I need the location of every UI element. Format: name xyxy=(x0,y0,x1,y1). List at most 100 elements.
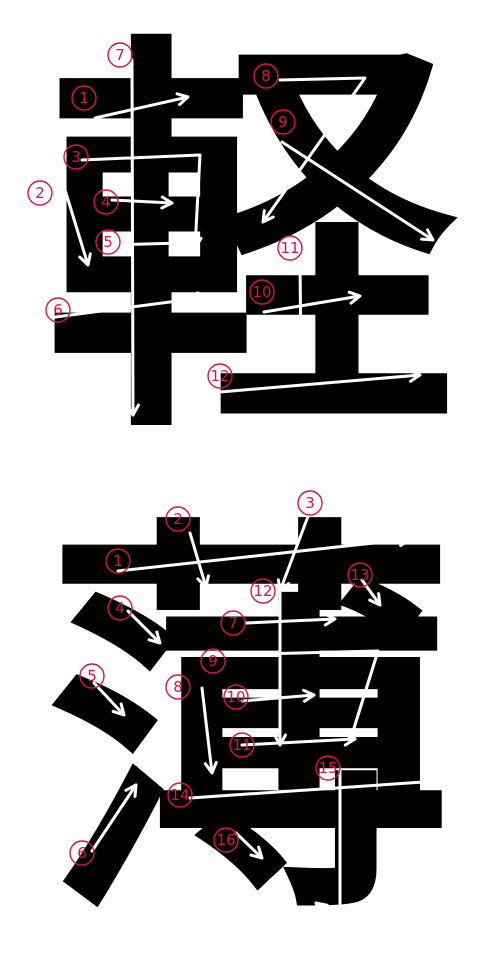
stroke-arrow xyxy=(293,260,308,364)
stroke-arrow xyxy=(218,368,422,394)
character-glyph: 軽 xyxy=(45,0,455,482)
stroke-number-label: 15 xyxy=(318,759,337,777)
stroke-arrow xyxy=(200,686,218,775)
stroke-number-badge xyxy=(277,235,303,261)
stroke-arrow xyxy=(262,290,362,314)
stroke-2: 2 xyxy=(27,178,92,267)
stroke-1: 1 xyxy=(71,85,190,120)
stroke-arrow xyxy=(240,688,316,703)
stroke-number-badge xyxy=(270,109,296,135)
stroke-9: 9 xyxy=(270,109,435,242)
stroke-5: 5 xyxy=(79,663,126,717)
stroke-number-badge xyxy=(69,840,95,866)
stroke-number-badge xyxy=(107,42,133,68)
stroke-number-label: 9 xyxy=(208,652,218,670)
stroke-number-badge xyxy=(165,506,191,532)
stroke-12: 12 xyxy=(250,578,287,747)
stroke-number-label: 8 xyxy=(173,678,183,696)
stroke-number-badge xyxy=(105,548,131,574)
character-glyph: 薄 xyxy=(45,483,455,965)
stroke-arrow xyxy=(234,831,264,860)
stroke-arrow xyxy=(188,774,440,800)
stroke-number-label: 8 xyxy=(261,67,271,85)
stroke-number-label: 10 xyxy=(226,688,245,706)
stroke-number-label: 14 xyxy=(170,786,189,804)
stroke-number-label: 12 xyxy=(210,367,229,385)
stroke-arrow xyxy=(240,732,357,747)
stroke-number-label: 11 xyxy=(232,736,251,754)
stroke-number-badge xyxy=(200,648,226,674)
stroke-arrow xyxy=(46,291,210,320)
stroke-number-label: 16 xyxy=(216,831,235,849)
stroke-number-label: 3 xyxy=(305,494,315,512)
stroke-number-label: 9 xyxy=(278,113,288,131)
stroke-arrow xyxy=(110,195,174,210)
stroke-number-badge xyxy=(63,144,89,170)
stroke-11: 11 xyxy=(229,732,357,758)
stroke-number-badge xyxy=(297,490,323,516)
stroke-number-label: 12 xyxy=(253,582,272,600)
stroke-arrow xyxy=(188,531,210,589)
stroke-5: 5 xyxy=(95,229,184,255)
stroke-number-label: 10 xyxy=(252,283,271,301)
stroke-number-label: 7 xyxy=(228,614,238,632)
stroke-13: 13 xyxy=(347,562,382,607)
stroke-number-label: 5 xyxy=(103,233,113,251)
stroke-arrow xyxy=(261,76,367,224)
stroke-3: 3 xyxy=(63,144,203,250)
stroke-number-badge xyxy=(213,827,239,853)
stroke-number-label: 4 xyxy=(115,599,125,617)
stroke-arrow xyxy=(108,236,184,251)
stroke-6: 6 xyxy=(45,291,210,323)
stroke-arrow xyxy=(244,612,337,627)
stroke-arrow xyxy=(125,58,140,417)
stroke-4: 4 xyxy=(93,189,174,215)
stroke-number-badge xyxy=(223,684,249,710)
stroke-number-badge xyxy=(250,578,276,604)
stroke-number-badge xyxy=(107,595,133,621)
stroke-11: 11 xyxy=(277,235,308,364)
stroke-number-badge xyxy=(249,279,275,305)
stroke-number-label: 11 xyxy=(280,239,299,257)
stroke-number-label: 6 xyxy=(53,301,63,319)
stroke-number-badge xyxy=(220,610,246,636)
stroke-8: 8 xyxy=(253,63,367,224)
stroke-number-label: 6 xyxy=(77,844,87,862)
stroke-number-label: 1 xyxy=(79,89,89,107)
stroke-number-badge xyxy=(93,189,119,215)
stroke-number-badge xyxy=(79,663,105,689)
stroke-10: 10 xyxy=(223,684,316,710)
stroke-arrow xyxy=(360,578,382,607)
stroke-number-badge xyxy=(45,297,71,323)
stroke-arrow xyxy=(126,609,162,645)
stroke-arrow xyxy=(116,533,412,573)
stroke-4: 4 xyxy=(107,595,162,645)
stroke-1: 1 xyxy=(105,533,412,574)
stroke-arrow xyxy=(80,153,203,250)
stroke-number-label: 2 xyxy=(35,184,45,202)
stroke-3: 3 xyxy=(276,490,323,593)
stroke-number-badge xyxy=(253,63,279,89)
stroke-arrow xyxy=(273,589,287,747)
stroke-16: 16 xyxy=(213,827,264,860)
stroke-number-badge xyxy=(27,180,53,206)
stroke-number-label: 3 xyxy=(71,148,81,166)
stroke-12: 12 xyxy=(207,363,422,394)
stroke-number-badge xyxy=(95,229,121,255)
stroke-8: 8 xyxy=(165,674,218,775)
stroke-arrow xyxy=(314,767,342,925)
stroke-arrow xyxy=(92,681,126,717)
stroke-number-badge xyxy=(71,85,97,111)
stroke-7: 7 xyxy=(107,42,140,417)
stroke-number-label: 2 xyxy=(173,510,183,528)
stroke-number-label: 7 xyxy=(115,46,125,64)
stroke-number-badge xyxy=(207,363,233,389)
stroke-15: 15 xyxy=(314,755,342,925)
stroke-number-badge xyxy=(315,755,341,781)
stroke-6: 6 xyxy=(69,783,138,866)
stroke-number-badge xyxy=(229,732,255,758)
stroke-arrow xyxy=(280,140,435,242)
